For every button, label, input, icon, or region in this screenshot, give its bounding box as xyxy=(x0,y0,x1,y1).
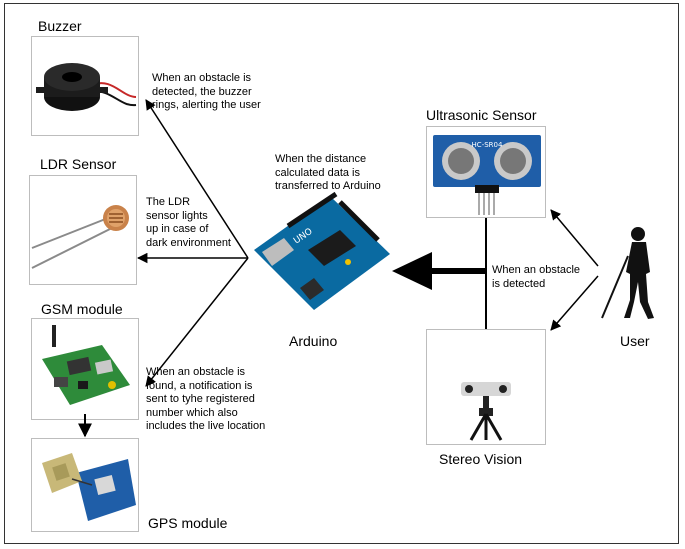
user-title: User xyxy=(620,333,650,349)
obstacle-note: When an obstacle is detected xyxy=(492,264,581,290)
gps-title: GPS module xyxy=(148,515,228,531)
gsm-note: When an obstacle is found, a notificatio… xyxy=(146,366,266,432)
arduino-image: UNO xyxy=(254,191,390,310)
stereo-title: Stereo Vision xyxy=(439,451,523,467)
arrow-arduino-to-buzzer xyxy=(145,99,249,259)
stereo-box xyxy=(426,329,546,445)
buzzer-title: Buzzer xyxy=(38,18,82,34)
arduino-title: Arduino xyxy=(289,333,338,349)
ldr-note: The LDR sensor lights up in case of dark… xyxy=(146,196,231,249)
gsm-image xyxy=(42,325,130,405)
buzzer-box xyxy=(31,36,139,136)
gps-box xyxy=(31,438,139,532)
diagram-frame xyxy=(4,3,679,544)
ultrasonic-image: HC-SR04 xyxy=(433,135,541,215)
arrow-user-to-stereo xyxy=(550,275,599,331)
gsm-title: GSM module xyxy=(41,301,123,317)
buzzer-image xyxy=(36,63,137,111)
arrow-into-arduino xyxy=(392,252,432,290)
user-silhouette xyxy=(601,227,654,319)
buzzer-note: When an obstacle is detected, the buzzer… xyxy=(152,72,261,111)
ultrasonic-box: HC-SR04 xyxy=(426,126,546,218)
ldr-image xyxy=(31,205,129,269)
ultrasonic-title: Ultrasonic Sensor xyxy=(426,107,537,123)
stereo-camera-image xyxy=(461,382,511,441)
arrow-user-to-ultrasonic xyxy=(550,209,599,267)
ldr-title: LDR Sensor xyxy=(40,156,117,172)
ldr-box xyxy=(29,175,137,285)
arrow-arduino-to-gsm xyxy=(145,257,249,387)
gsm-box xyxy=(31,318,139,420)
gps-image xyxy=(42,453,136,521)
arduino-note: When the distance calculated data is tra… xyxy=(275,153,381,192)
ultrasonic-chip-label: HC-SR04 xyxy=(472,141,503,149)
